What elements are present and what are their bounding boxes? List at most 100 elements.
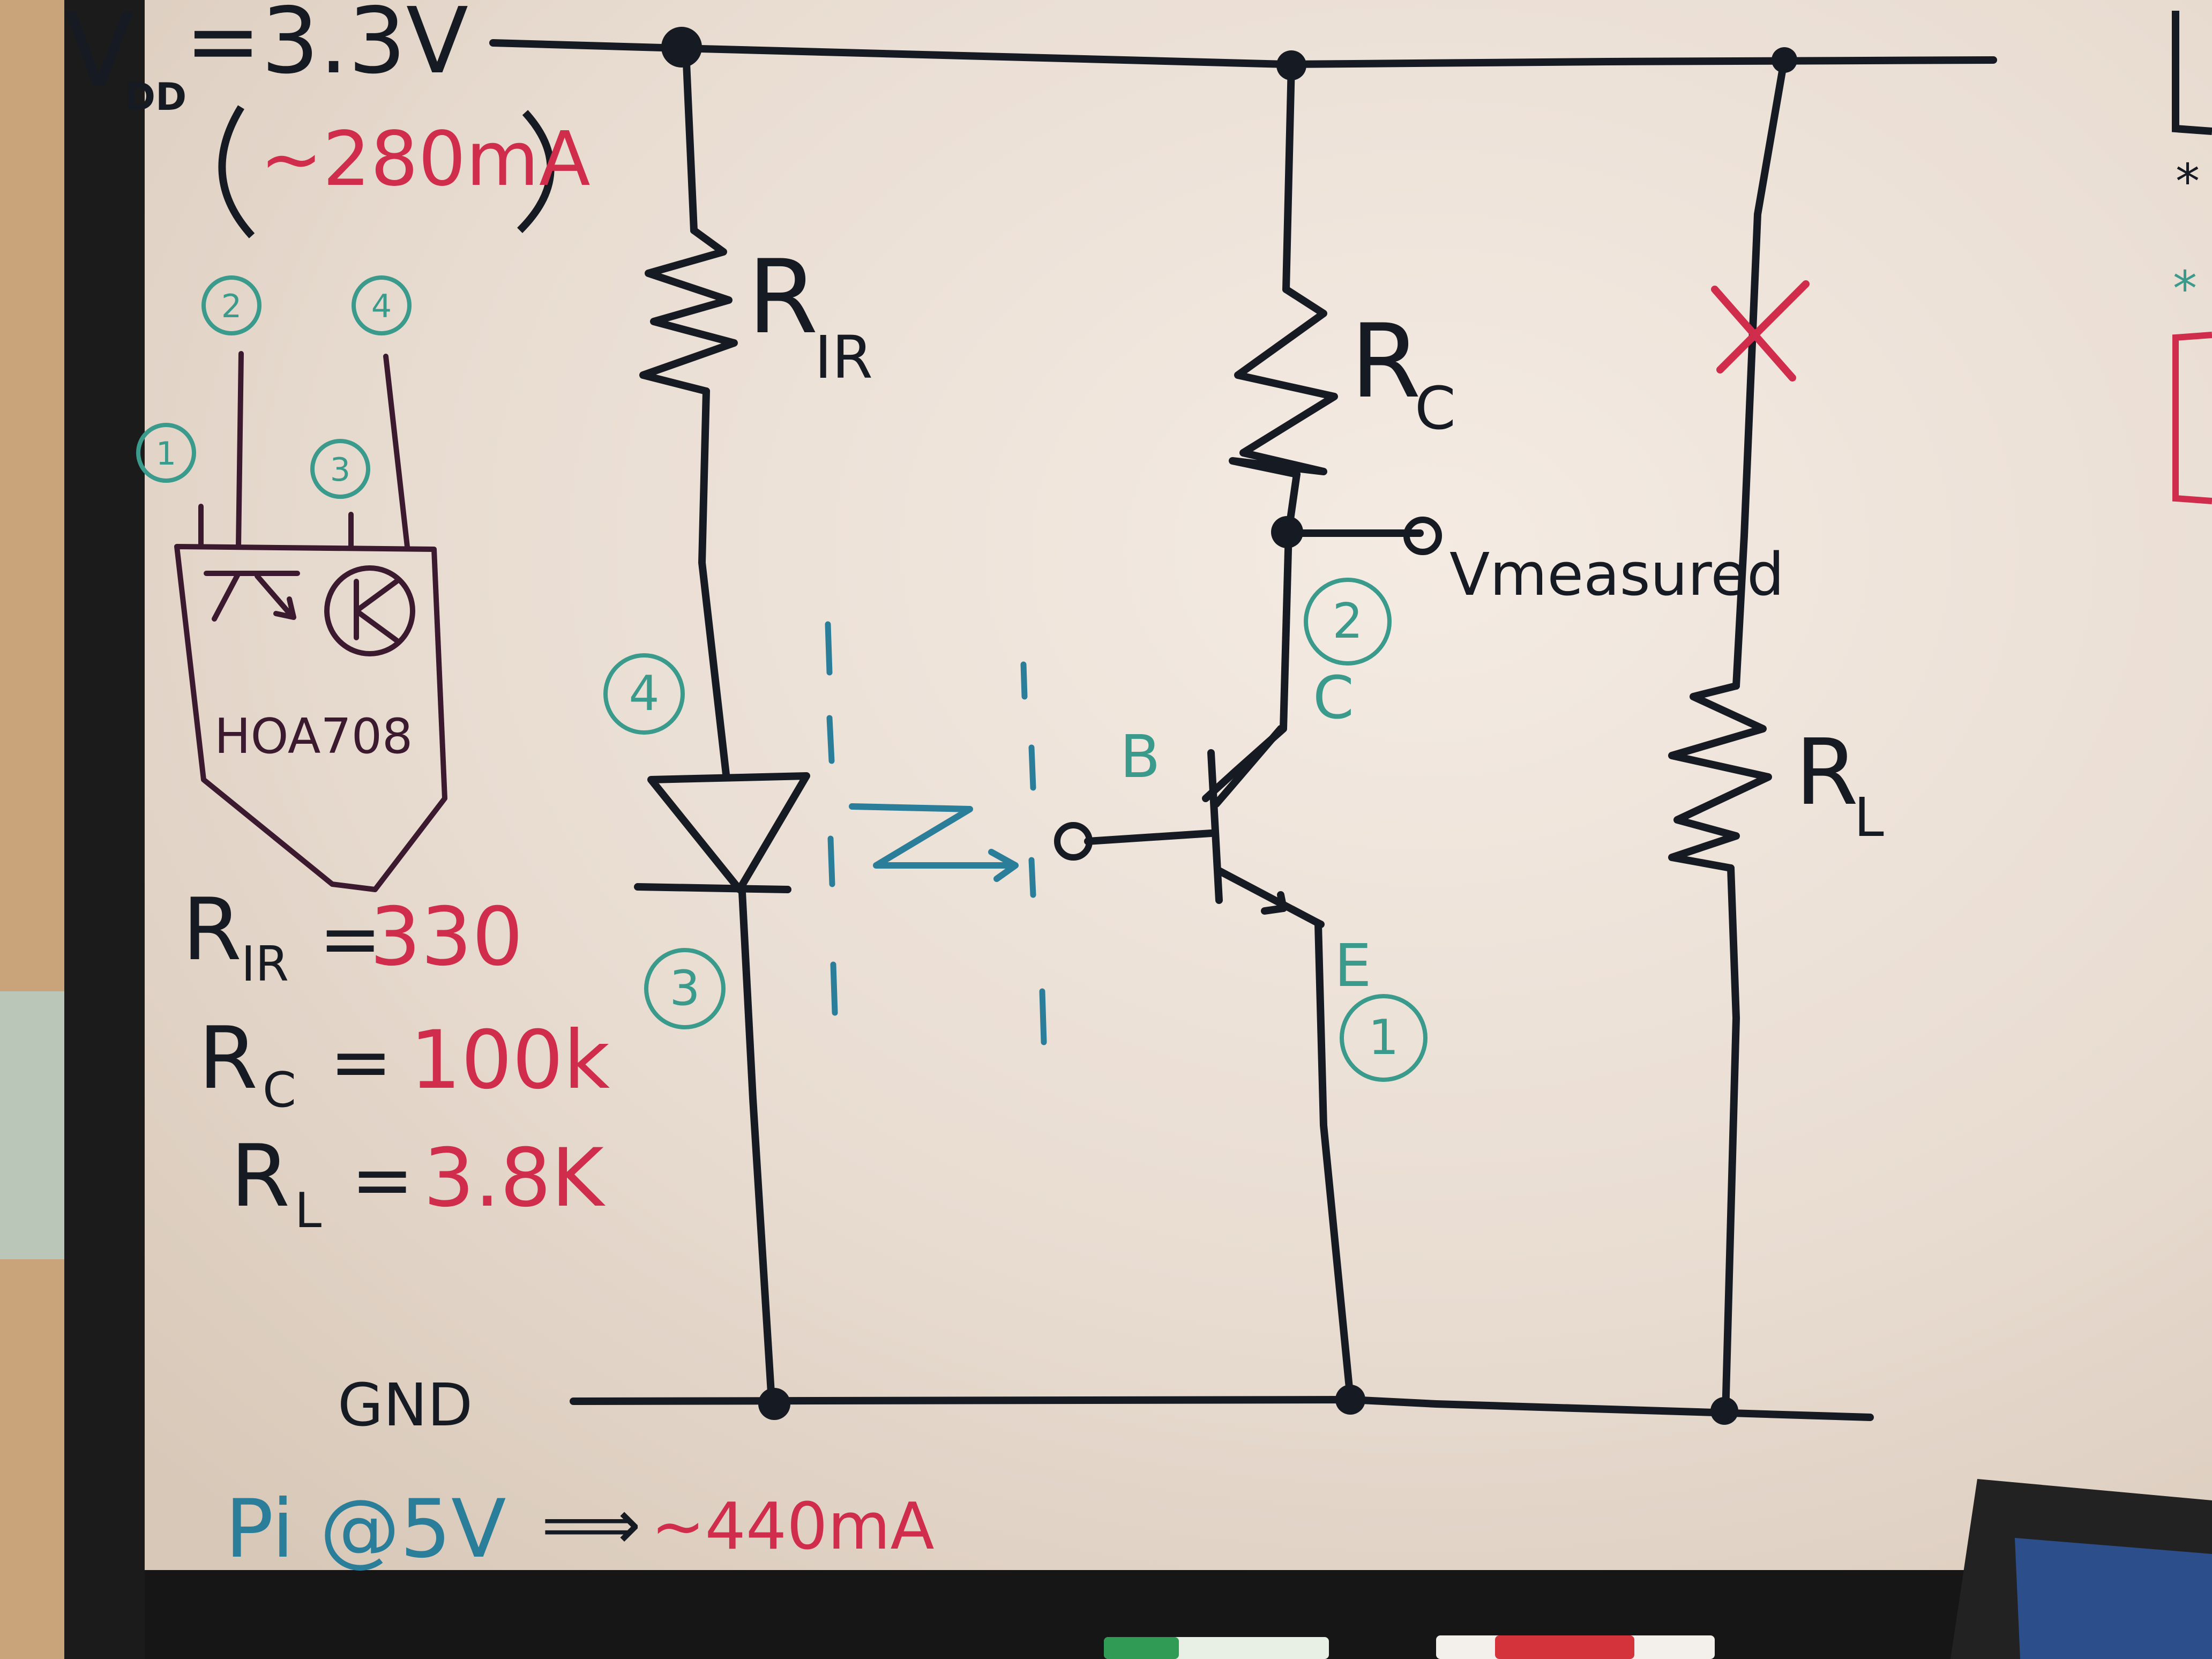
transistor-base-wire bbox=[1084, 829, 1215, 845]
edge-mark-box bbox=[2172, 11, 2212, 135]
emitter-to-gnd-wire bbox=[1314, 921, 1354, 1402]
v-measured-label: Vmeasured bbox=[1449, 540, 1784, 609]
v-measured-terminal bbox=[1403, 517, 1442, 555]
part-pin-3-circle bbox=[310, 439, 370, 499]
transistor-emitter-arrow bbox=[1261, 891, 1287, 915]
whiteboard-surface bbox=[145, 0, 2212, 1570]
value-r-l: 3.8K bbox=[423, 1132, 606, 1225]
gnd-label: GND bbox=[338, 1371, 473, 1439]
value-r-c-label: R bbox=[198, 1008, 258, 1108]
r-ir-wire-top bbox=[682, 47, 698, 234]
led-anode-pin-circle bbox=[603, 653, 685, 735]
optical-gap-dash bbox=[827, 835, 835, 887]
part-name: HOA708 bbox=[214, 708, 413, 765]
vdd-subscript: DD bbox=[124, 75, 186, 119]
green-marker-cap bbox=[1104, 1637, 1179, 1659]
edge-mark-asterisk-teal: * bbox=[2173, 261, 2197, 317]
value-r-l-equals: = bbox=[351, 1137, 414, 1224]
r-ir-resistor bbox=[639, 227, 738, 395]
r-c-resistor bbox=[1229, 286, 1338, 478]
value-r-c-subscript: C bbox=[263, 1062, 296, 1118]
edge-mark-asterisk: * bbox=[2176, 154, 2200, 210]
base-label: B bbox=[1120, 722, 1160, 791]
red-marker-band bbox=[1495, 1635, 1634, 1659]
led-gnd-junction-dot bbox=[758, 1388, 790, 1420]
part-pin-3-number: 3 bbox=[330, 451, 350, 489]
optical-gap-dash bbox=[1039, 988, 1047, 1045]
emitter-pin-number: 1 bbox=[1368, 1010, 1399, 1066]
part-pin-1-number: 1 bbox=[156, 435, 176, 473]
part-phototransistor-circle bbox=[324, 565, 415, 656]
r-l-resistor bbox=[1668, 682, 1772, 872]
r-ir-subscript: IR bbox=[814, 323, 873, 392]
rl-junction-dot bbox=[1772, 47, 1797, 73]
rl-gnd-junction-dot bbox=[1710, 1397, 1738, 1425]
r-l-wire-bottom bbox=[1722, 864, 1740, 1418]
pi-label: Pi @5V bbox=[225, 1483, 506, 1576]
vdd-current-paren-left bbox=[218, 105, 255, 238]
transistor-collector-lead bbox=[1213, 725, 1284, 808]
optical-gap-dash bbox=[1020, 661, 1028, 700]
part-pin-2-number: 2 bbox=[221, 288, 242, 325]
r-ir-wire-to-led bbox=[698, 387, 730, 778]
led-anode-pin-number: 4 bbox=[629, 666, 659, 722]
vdd-value: =3.3V bbox=[185, 0, 468, 94]
collector-junction-dot bbox=[1271, 516, 1303, 548]
led-cathode-pin-number: 3 bbox=[669, 960, 700, 1017]
r-c-label: R bbox=[1350, 302, 1421, 421]
part-pin-4-number: 4 bbox=[371, 288, 392, 325]
background-wall bbox=[0, 991, 64, 1259]
part-body-outline bbox=[174, 544, 447, 892]
emitter-gnd-junction-dot bbox=[1335, 1385, 1365, 1415]
pi-current: ~440mA bbox=[651, 1490, 935, 1564]
r-l-label: R bbox=[1795, 720, 1858, 826]
optical-gap-dash bbox=[825, 621, 833, 676]
led-cathode-pin-circle bbox=[644, 948, 726, 1029]
edge-mark-red-box bbox=[2172, 332, 2212, 504]
led-to-gnd-wire bbox=[738, 888, 775, 1405]
led-bar bbox=[634, 883, 791, 893]
base-terminal bbox=[1054, 822, 1093, 861]
collector-pin-circle bbox=[1304, 578, 1392, 666]
value-r-ir-subscript: IR bbox=[241, 936, 289, 992]
part-phototransistor-symbol bbox=[354, 579, 399, 643]
value-r-ir-label: R bbox=[182, 879, 242, 980]
collector-label: C bbox=[1313, 663, 1354, 732]
value-r-c: 100k bbox=[410, 1014, 610, 1107]
optical-gap-dash bbox=[826, 715, 835, 764]
collector-pin-number: 2 bbox=[1332, 593, 1363, 649]
r-c-wire-top bbox=[1282, 61, 1295, 293]
vdd-label: V bbox=[64, 0, 134, 110]
vdd-junction-dot bbox=[661, 27, 702, 68]
emitter-pin-circle bbox=[1340, 994, 1428, 1082]
transistor-base-bar bbox=[1207, 749, 1223, 904]
part-led-symbol bbox=[204, 571, 300, 622]
r-l-subscript: L bbox=[1854, 786, 1884, 849]
optical-gap-dash bbox=[830, 961, 838, 1016]
r-l-wire-top bbox=[1732, 55, 1788, 690]
light-emission-arrow-icon bbox=[849, 803, 1019, 882]
wooden-frame bbox=[0, 0, 64, 1659]
disconnect-x-mark-stroke bbox=[1716, 280, 1810, 373]
value-r-l-label: R bbox=[230, 1126, 290, 1226]
optical-gap-dash bbox=[1028, 857, 1036, 898]
value-r-ir: 330 bbox=[370, 891, 523, 984]
laptop-screen bbox=[2015, 1538, 2212, 1659]
r-ir-label: R bbox=[748, 238, 818, 356]
part-pin-2-circle bbox=[201, 275, 261, 335]
part-pin-2-lead bbox=[236, 351, 244, 549]
vdd-current-paren-right bbox=[517, 110, 555, 233]
r-c-subscript: C bbox=[1415, 374, 1456, 443]
part-pin-4-lead bbox=[383, 354, 410, 549]
vdd-current: ~280mA bbox=[260, 116, 591, 203]
led-triangle bbox=[647, 772, 810, 893]
emitter-label: E bbox=[1334, 931, 1372, 1000]
gnd-rail bbox=[570, 1396, 1874, 1421]
value-r-c-equals: = bbox=[330, 1019, 392, 1106]
rc-junction-dot bbox=[1276, 50, 1306, 80]
optical-gap-dash bbox=[1028, 744, 1036, 791]
value-r-l-subscript: L bbox=[295, 1183, 322, 1239]
implies-arrow-icon: ⟹ bbox=[541, 1484, 641, 1565]
value-r-ir-equals: = bbox=[319, 895, 382, 983]
